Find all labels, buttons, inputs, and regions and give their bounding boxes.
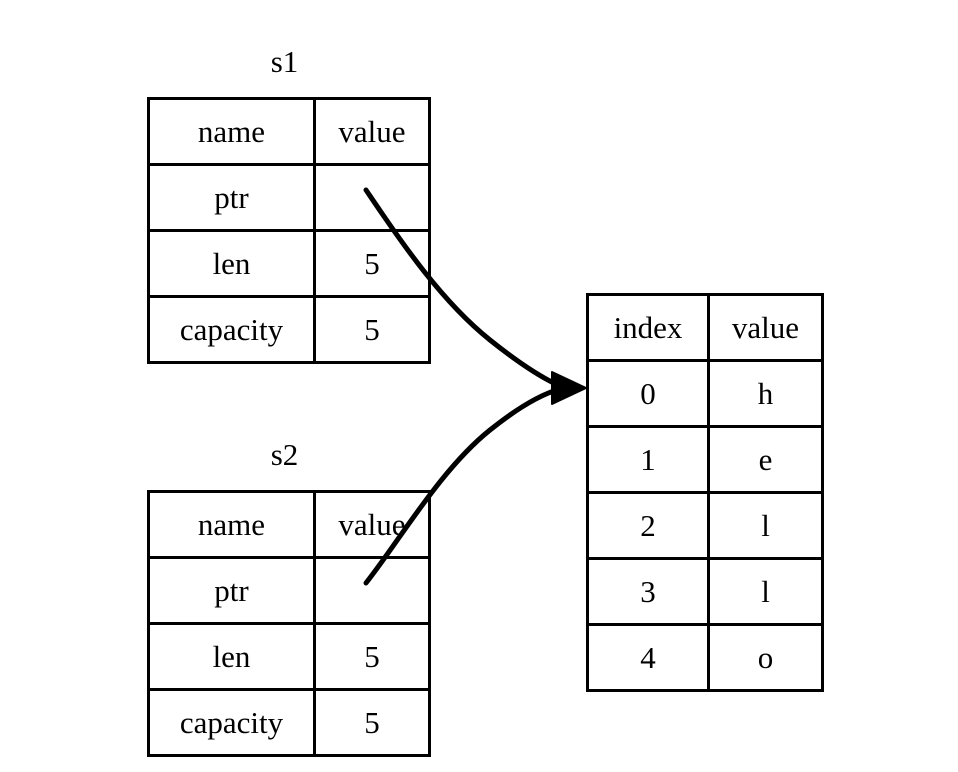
s1-field-capacity-name: capacity: [147, 295, 316, 364]
s1-field-ptr-value: [313, 163, 431, 232]
table-row: 4 o: [586, 623, 824, 692]
s1-field-ptr-name: ptr: [147, 163, 316, 232]
table-row: capacity 5: [147, 295, 431, 364]
struct-header-name: name: [147, 490, 316, 559]
struct-table-s1: name value ptr len 5 capacity 5: [147, 97, 431, 364]
table-row: len 5: [147, 622, 431, 691]
struct-label-s1: s1: [270, 44, 299, 79]
table-row: ptr: [147, 556, 431, 625]
s1-field-len-name: len: [147, 229, 316, 298]
table-row: 1 e: [586, 425, 824, 494]
buffer-index-3: 3: [586, 557, 710, 626]
buffer-header-value: value: [707, 293, 824, 362]
s2-field-capacity-value: 5: [313, 688, 431, 757]
struct-header-name: name: [147, 97, 316, 166]
table-row: 3 l: [586, 557, 824, 626]
table-row: 0 h: [586, 359, 824, 428]
struct-table-s2: name value ptr len 5 capacity 5: [147, 490, 431, 757]
buffer-value-1: e: [707, 425, 824, 494]
buffer-value-3: l: [707, 557, 824, 626]
buffer-table: index value 0 h 1 e 2 l 3 l 4 o: [586, 293, 824, 692]
table-row: capacity 5: [147, 688, 431, 757]
table-row: ptr: [147, 163, 431, 232]
buffer-arrowhead-icon: [551, 371, 587, 405]
struct-header-value: value: [313, 97, 431, 166]
struct-label-s2: s2: [270, 437, 299, 472]
table-header-row: name value: [147, 490, 431, 559]
s2-field-capacity-name: capacity: [147, 688, 316, 757]
table-header-row: index value: [586, 293, 824, 362]
table-header-row: name value: [147, 97, 431, 166]
buffer-value-2: l: [707, 491, 824, 560]
buffer-index-1: 1: [586, 425, 710, 494]
s1-field-capacity-value: 5: [313, 295, 431, 364]
s1-field-len-value: 5: [313, 229, 431, 298]
s2-field-len-name: len: [147, 622, 316, 691]
buffer-index-0: 0: [586, 359, 710, 428]
buffer-index-2: 2: [586, 491, 710, 560]
buffer-header-index: index: [586, 293, 710, 362]
s2-field-ptr-value: [313, 556, 431, 625]
s2-field-ptr-name: ptr: [147, 556, 316, 625]
table-row: 2 l: [586, 491, 824, 560]
s2-field-len-value: 5: [313, 622, 431, 691]
buffer-value-0: h: [707, 359, 824, 428]
struct-header-value: value: [313, 490, 431, 559]
table-row: len 5: [147, 229, 431, 298]
buffer-index-4: 4: [586, 623, 710, 692]
buffer-value-4: o: [707, 623, 824, 692]
